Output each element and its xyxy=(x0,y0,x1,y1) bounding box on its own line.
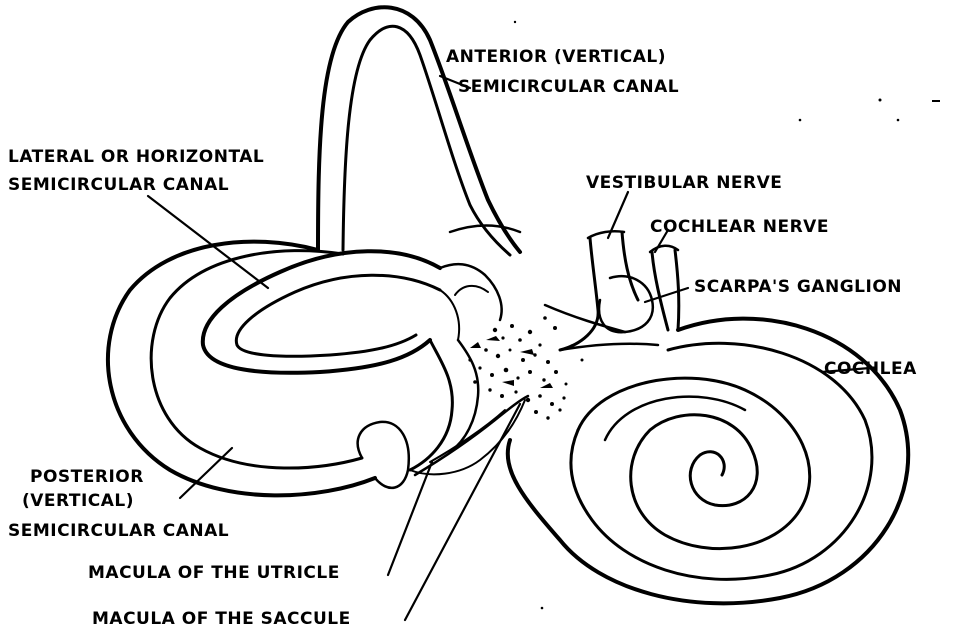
label-vestibular-nerve: VESTIBULAR NERVE xyxy=(586,173,782,193)
label-posterior-line2: (VERTICAL) xyxy=(22,491,134,511)
label-posterior-line1: POSTERIOR xyxy=(30,467,144,487)
label-macula-utricle: MACULA OF THE UTRICLE xyxy=(88,563,340,583)
label-lateral-line2: SEMICIRCULAR CANAL xyxy=(8,175,229,195)
nerves xyxy=(545,231,679,350)
label-posterior-line3: SEMICIRCULAR CANAL xyxy=(8,521,229,541)
label-anterior-line2: SEMICIRCULAR CANAL xyxy=(458,77,679,97)
anterior-canal xyxy=(318,7,520,255)
label-macula-saccule: MACULA OF THE SACCULE xyxy=(92,609,351,629)
label-scarpas-ganglion: SCARPA'S GANGLION xyxy=(694,277,902,297)
lateral-canal xyxy=(203,251,459,373)
label-anterior-line1: ANTERIOR (VERTICAL) xyxy=(446,47,666,67)
label-cochlea: COCHLEA xyxy=(824,359,917,379)
macula-stipple xyxy=(468,316,583,419)
label-lateral-line1: LATERAL OR HORIZONTAL xyxy=(8,147,264,167)
label-cochlear-nerve: COCHLEAR NERVE xyxy=(650,217,829,237)
scan-specks xyxy=(514,21,940,610)
